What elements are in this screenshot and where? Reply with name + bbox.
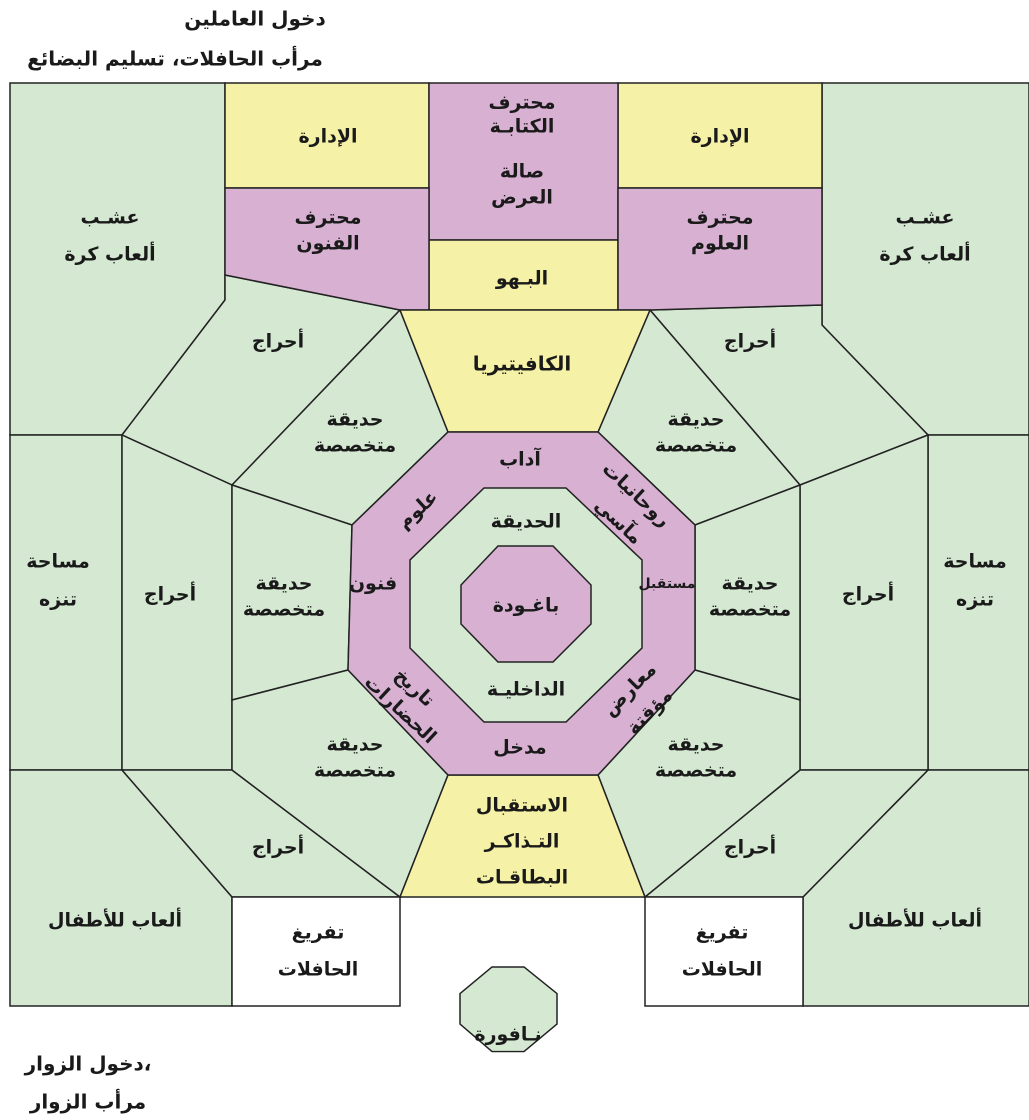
garden-upper-left-label-1: حديقة bbox=[327, 409, 384, 431]
admin-right-label: الإدارة bbox=[690, 126, 749, 148]
science-studio-label-1: محترف bbox=[686, 207, 753, 229]
woods-lower-right-label: أحراج bbox=[724, 835, 776, 859]
baghouda-octagon bbox=[460, 545, 592, 663]
science-studio-block bbox=[617, 187, 823, 311]
fountain-octagon bbox=[459, 966, 558, 1053]
visitor-entrance-label: دخول الزوار، bbox=[24, 1052, 152, 1076]
science-studio-label-2: العلوم bbox=[691, 233, 749, 255]
cafeteria-label: الكافيتيريا bbox=[473, 352, 572, 376]
woods-mid-right-label: أحراج bbox=[842, 582, 894, 606]
reception-label-2: التـذاكـر bbox=[484, 831, 560, 853]
leisure-right-label-2: تنزه bbox=[956, 589, 994, 611]
arts-studio-label-1: محترف bbox=[294, 207, 361, 229]
garden-mid-left-label-1: حديقة bbox=[256, 573, 313, 595]
garden-lower-left-label-1: حديقة bbox=[327, 734, 384, 756]
woods-upper-left-label: أحراج bbox=[252, 329, 304, 353]
staff-entrance-label: دخول العاملين bbox=[184, 7, 325, 31]
grass-right-label: عشـب bbox=[896, 207, 955, 229]
unloading-right-block bbox=[644, 896, 804, 1007]
writing-studio-label-1: محترف bbox=[488, 92, 555, 114]
leisure-left-label-2: تنزه bbox=[39, 589, 77, 611]
entrance-label: مدخل bbox=[493, 737, 546, 759]
garden-lower-right-label-1: حديقة bbox=[668, 734, 725, 756]
unloading-right-label-1: تفريغ bbox=[696, 922, 749, 944]
literature-label: آداب bbox=[499, 447, 541, 471]
garden-lower-right-label-2: متخصصة bbox=[655, 760, 737, 782]
unloading-left-label-2: الحافلات bbox=[278, 959, 358, 981]
lobby-label: البـهو bbox=[495, 268, 548, 290]
garden-upper-right-label-1: حديقة bbox=[668, 409, 725, 431]
admin-left-block bbox=[224, 82, 430, 189]
arts-studio-label-2: الفنون bbox=[296, 233, 359, 255]
writing-studio-block bbox=[428, 82, 619, 241]
garden-mid-right-label-2: متخصصة bbox=[709, 599, 791, 621]
woods-upper-right-label: أحراج bbox=[724, 329, 776, 353]
inner-garden-label-2: الداخليـة bbox=[487, 679, 565, 701]
unloading-left-block bbox=[231, 896, 401, 1007]
woods-lower-left-label: أحراج bbox=[252, 835, 304, 859]
baghouda-label: باغـودة bbox=[493, 595, 560, 617]
admin-left-label: الإدارة bbox=[298, 126, 357, 148]
kids-games-right-label: ألعاب للأطفال bbox=[848, 908, 982, 932]
garden-mid-left-label-2: متخصصة bbox=[243, 599, 325, 621]
kids-games-left-label: ألعاب للأطفال bbox=[48, 908, 182, 932]
ball-games-right-label: ألعاب كرة bbox=[879, 242, 970, 266]
garden-lower-left-label-2: متخصصة bbox=[314, 760, 396, 782]
unloading-left-label-1: تفريغ bbox=[292, 922, 345, 944]
ball-games-left-label: ألعاب كرة bbox=[64, 242, 155, 266]
writing-studio-label-2: الكتابـة bbox=[490, 116, 555, 138]
garden-upper-left-label-2: متخصصة bbox=[314, 435, 396, 457]
future-label: مستقبل bbox=[639, 576, 696, 592]
garden-upper-right-label-2: متخصصة bbox=[655, 435, 737, 457]
exhibition-hall-label-1: صالة bbox=[500, 161, 544, 183]
woods-mid-left-label: أحراج bbox=[144, 582, 196, 606]
grass-left-label: عشـب bbox=[81, 207, 140, 229]
inner-garden-label-1: الحديقة bbox=[491, 511, 562, 533]
reception-label-1: الاستقبال bbox=[476, 795, 568, 817]
exhibition-hall-label-2: العرض bbox=[491, 187, 553, 209]
leisure-left-label-1: مساحة bbox=[26, 551, 89, 573]
garden-mid-right-label-1: حديقة bbox=[722, 573, 779, 595]
staff-parking-label: مرأب الحافلات، تسليم البضائع bbox=[27, 45, 323, 71]
visitor-parking-label: مرأب الزوار bbox=[29, 1088, 146, 1114]
reception-label-3: البطاقـات bbox=[476, 867, 568, 889]
unloading-right-label-2: الحافلات bbox=[682, 959, 762, 981]
fountain-label: نـافورة bbox=[474, 1024, 541, 1046]
arts-label: فنون bbox=[349, 573, 397, 595]
leisure-right-label-1: مساحة bbox=[943, 551, 1006, 573]
